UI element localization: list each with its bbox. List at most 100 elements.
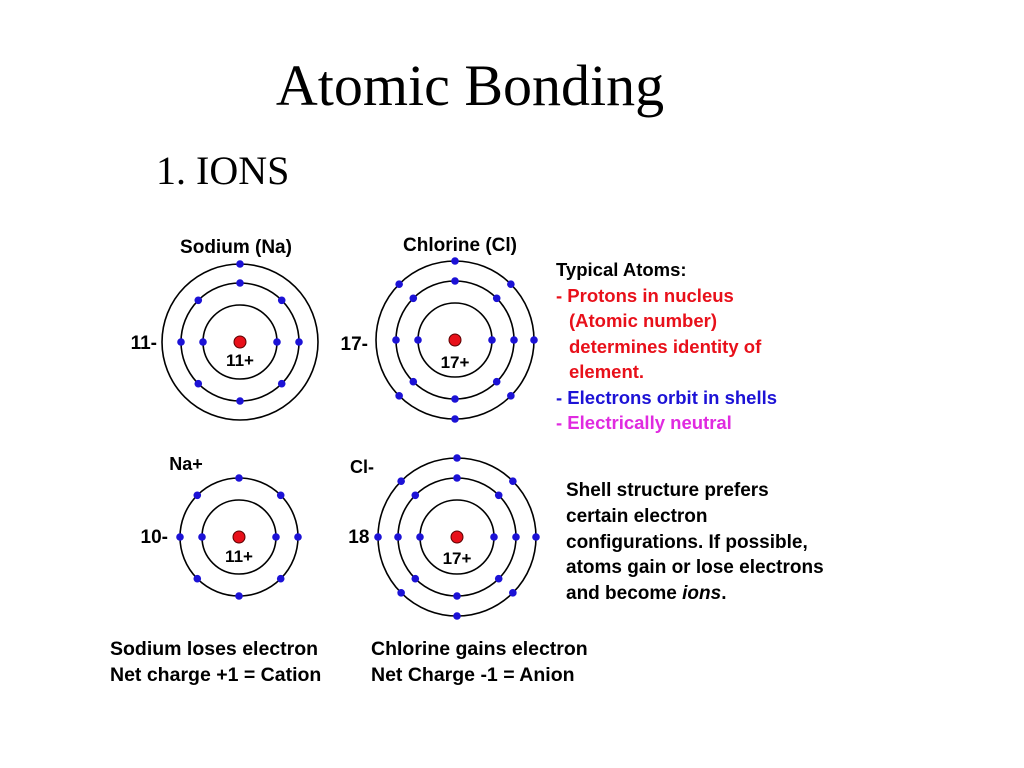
ion-title-chloride: Cl- [350,457,374,477]
caption-chlorine-line-2: Net Charge -1 = Anion [371,664,575,686]
electron-dot [276,574,285,583]
electron-dot [409,377,418,386]
electron-dot [416,533,424,541]
electron-dot [409,294,418,303]
electron-dot [492,377,501,386]
electrons-line: - Electrons orbit in shells [556,386,778,408]
ion-sodium: Na+ 10- 11+ [141,454,302,600]
shell-text-line-2: certain electron [566,505,708,527]
electron-dot [453,454,461,462]
electron-dot [451,277,459,285]
caption-chlorine-line-1: Chlorine gains electron [371,638,588,660]
electron-dot [295,338,303,346]
electron-dot [193,574,202,583]
electron-dot [394,533,402,541]
electron-dot [532,533,540,541]
electron-dot [509,477,517,485]
shell-text-line-5: and become ions. [566,581,824,607]
typical-atoms-heading: Typical Atoms: [556,259,687,280]
typical-atoms-note: Typical Atoms: - Protons in nucleus (Ato… [556,257,777,436]
electron-dot [273,338,281,346]
electron-dot [414,336,422,344]
electron-dot [509,589,517,597]
electron-count-sodium-ion: 10- [141,527,168,548]
electron-dot [510,336,518,344]
electron-dot [507,280,515,288]
neutral-line: - Electrically neutral [556,412,732,433]
electron-dot [494,491,503,500]
electron-count-sodium: 11- [131,333,157,354]
orbits-chloride-ion [374,454,540,620]
orbits-chlorine [375,257,538,423]
shell-text-line-3: configurations. If possible, [566,531,808,553]
protons-line-4: element. [569,361,645,382]
shell-text-suffix: . [721,583,727,605]
protons-line-2: (Atomic number) [569,310,717,331]
atom-title-chlorine: Chlorine (Cl) [403,235,517,256]
electron-dot [453,612,461,620]
protons-line-3: determines identity of [569,335,762,357]
electron-dot [276,491,285,500]
nucleus [233,335,247,349]
slide-title: Atomic Bonding [275,53,665,118]
atom-title-sodium: Sodium (Na) [180,237,292,258]
ion-chloride: Cl- 18 - 17+ [348,454,540,620]
electron-dot [395,392,403,400]
electron-dot [451,257,459,265]
electron-dot [451,415,459,423]
electron-dot [198,533,206,541]
electron-dot [277,296,286,305]
protons-line-1: - Protons in nucleus [556,284,734,306]
electron-dot [490,533,498,541]
electron-dot [177,338,185,346]
electron-dot [451,395,459,403]
nucleus-label-sodium: 11+ [226,351,254,370]
electron-dot [294,533,302,541]
electron-dot [492,294,501,303]
nucleus-label-chloride-ion: 17+ [443,549,472,568]
electron-count-chloride-ion: 18 - [348,527,381,548]
atom-chlorine: Chlorine (Cl) 17- 17+ [341,235,538,423]
electron-dot [236,279,244,287]
electron-dot [530,336,538,344]
caption-sodium-line-2: Net charge +1 = Cation [110,664,322,686]
electron-dot [193,491,202,500]
shell-structure-note: Shell structure prefers certain electron… [566,478,824,607]
electron-dot [494,574,503,583]
nucleus [450,530,464,544]
electron-count-chlorine: 17- [341,334,368,355]
slide-subtitle: 1. IONS [156,148,290,193]
electron-dot [397,477,405,485]
orbits-sodium [161,260,319,421]
electron-dot [453,592,461,600]
electron-dot [374,533,382,541]
orbits-sodium-ion [176,474,302,600]
electron-dot [235,474,243,482]
electron-dot [199,338,207,346]
electron-dot [392,336,400,344]
caption-chlorine: Chlorine gains electron Net Charge -1 = … [371,636,588,688]
electron-dot [453,474,461,482]
atom-sodium: Sodium (Na) 11- 11+ [131,237,319,421]
ion-title-sodium: Na+ [169,454,203,474]
electron-dot [507,392,515,400]
electron-dot [236,397,244,405]
shell-text-line-1: Shell structure prefers [566,480,769,501]
nucleus-label-chlorine: 17+ [441,353,470,372]
caption-sodium-line-1: Sodium loses electron [110,638,319,660]
electron-dot [277,379,286,388]
electron-dot [411,574,420,583]
electron-dot [397,589,405,597]
electron-dot [411,491,420,500]
electron-dot [176,533,184,541]
nucleus-label-sodium-ion: 11+ [225,547,253,566]
electron-dot [272,533,280,541]
electron-dot [236,260,244,268]
nucleus [232,530,246,544]
shell-text-line-4: atoms gain or lose electrons [566,557,824,579]
electron-dot [488,336,496,344]
caption-sodium: Sodium loses electron Net charge +1 = Ca… [110,636,321,688]
shell-text-prefix: and become [566,583,683,605]
electron-dot [235,592,243,600]
